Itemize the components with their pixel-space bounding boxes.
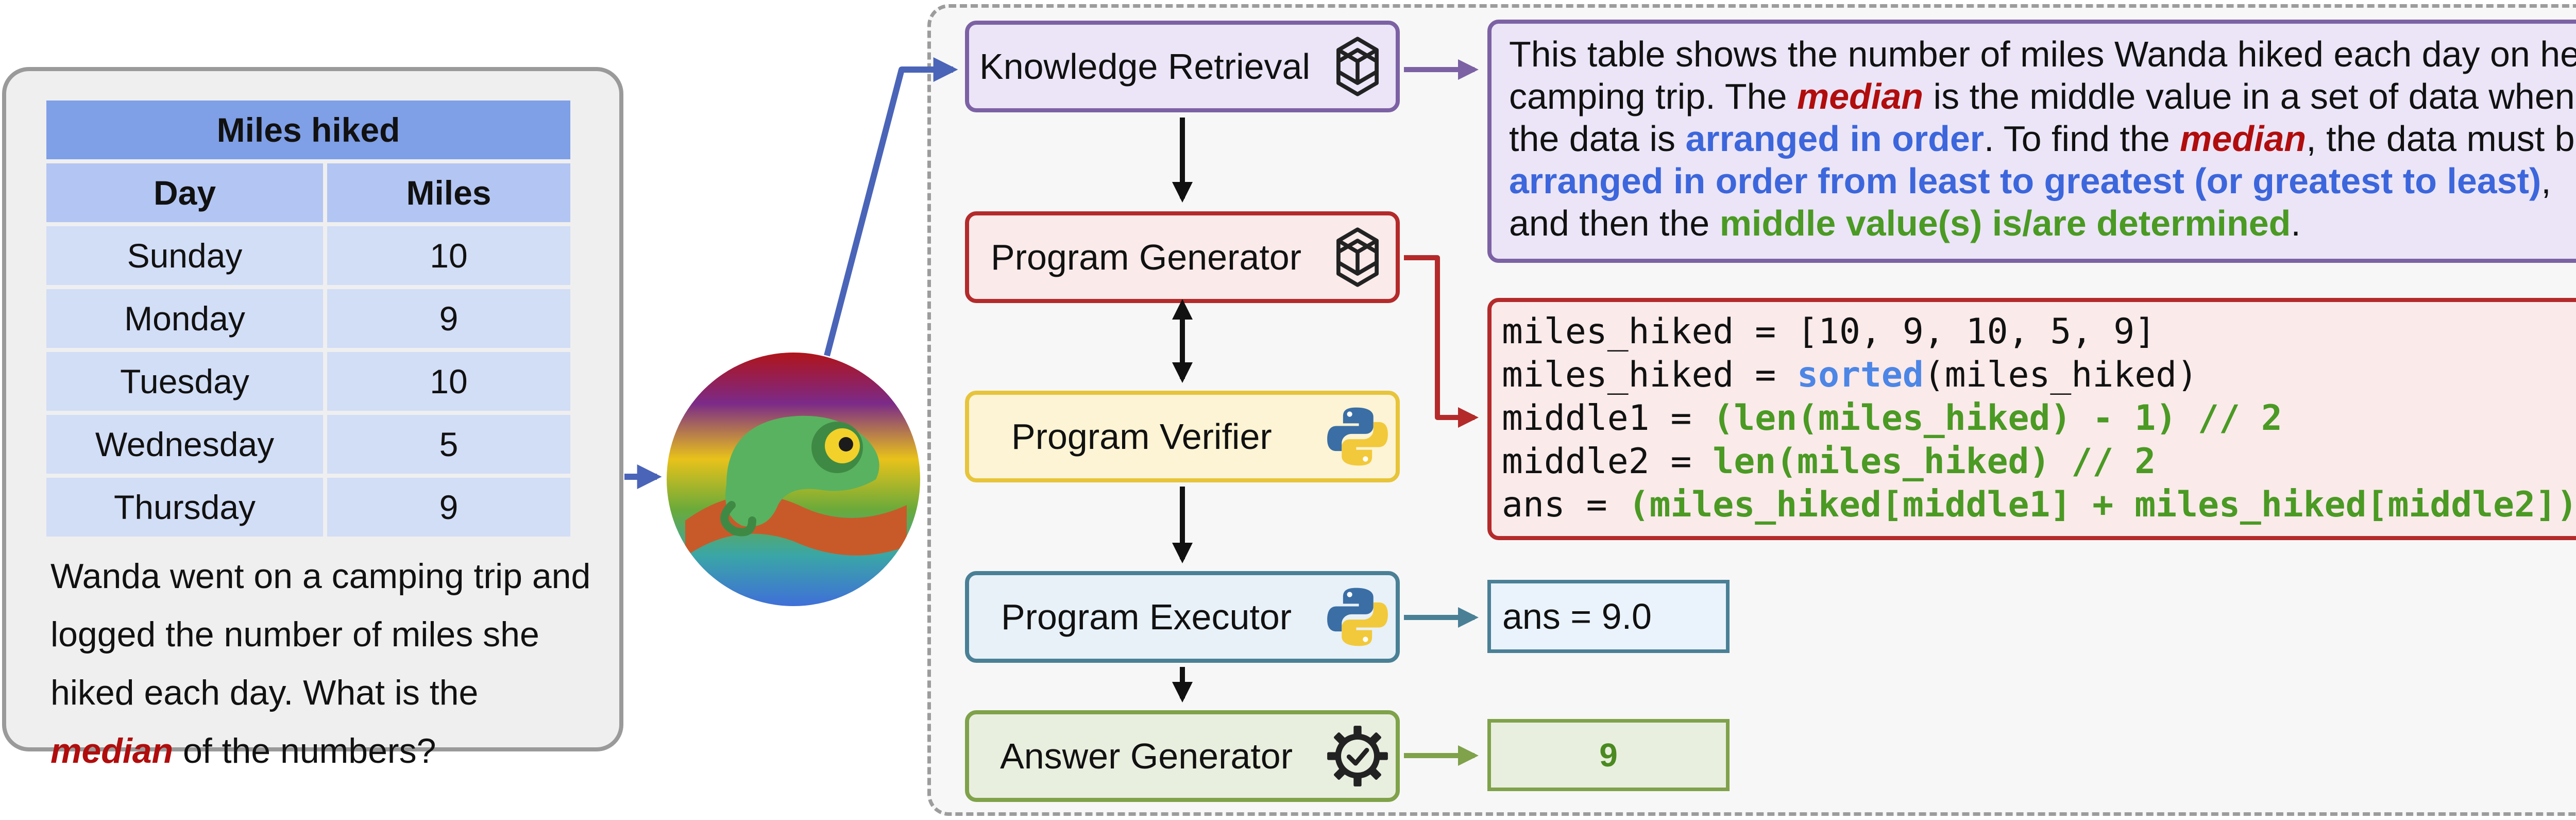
question-text: Wanda went on a camping trip and logged … [50,547,597,780]
table-row: Sunday 10 [46,226,570,285]
arrow-logo-to-knowledge [824,57,958,357]
knowledge-text: is the middle value in a set of data whe… [1509,76,2575,159]
table-cell-day: Tuesday [46,352,323,411]
knowledge-text: This table shows the number of miles Wan… [1509,34,2576,116]
table-row: Monday 9 [46,289,570,348]
code-expression: (len(miles_hiked) - 1) // 2 [1713,398,2282,439]
final-answer-text: 9 [1599,737,1618,774]
table-title: Miles hiked [46,101,570,159]
question-after: of the numbers? [182,731,436,771]
code-text: (miles_hiked) [1923,355,2198,395]
code-text: middle1 = [1502,398,1713,439]
code-expression: len(miles_hiked) // 2 [1713,441,2156,482]
knowledge-median: median [2180,119,2307,159]
table-cell-miles: 9 [327,478,570,537]
code-line: miles_hiked = sorted(miles_hiked) [1502,354,2576,397]
program-executor-module: Program Executor [965,571,1400,663]
column-header-day: Day [46,163,323,222]
question-before: Wanda went on a camping trip and logged … [50,557,591,712]
table-cell-miles: 5 [327,415,570,474]
openai-logo-icon [1336,227,1379,287]
chameleon-logo-icon [667,353,920,606]
question-emphasis: median [50,731,174,771]
code-line: miles_hiked = [10, 9, 10, 5, 9] [1502,311,2156,352]
code-line: ans = (miles_hiked[middle1] + miles_hike… [1502,483,2576,527]
code-text: middle2 = [1502,441,1713,482]
table-cell-day: Wednesday [46,415,323,474]
module-label: Program Verifier [1011,416,1272,457]
python-logo-icon [1327,407,1388,466]
module-label: Answer Generator [1000,736,1293,776]
code-line: middle2 = len(miles_hiked) // 2 [1502,440,2576,483]
table-cell-day: Monday [46,289,323,348]
table-cell-miles: 10 [327,226,570,285]
knowledge-highlight: middle value(s) is/are determined [1719,203,2291,243]
openai-logo-icon [1336,37,1379,96]
knowledge-text: . [2291,203,2301,243]
table-row: Tuesday 10 [46,352,570,411]
program-code-box: miles_hiked = [10, 9, 10, 5, 9]miles_hik… [1487,298,2576,540]
knowledge-text: . To find the [1984,119,2180,159]
table-cell-day: Thursday [46,478,323,537]
knowledge-text: , and then the [1509,161,2551,243]
executor-output-text: ans = 9.0 [1502,596,1652,637]
knowledge-highlight: arranged in order [1685,119,1985,159]
miles-table: Miles hiked Day Miles Sunday 10 Monday 9… [46,101,570,541]
code-expression: (miles_hiked[middle1] + miles_hiked[midd… [1628,484,2576,525]
knowledge-output-box: This table shows the number of miles Wan… [1487,20,2576,263]
table-cell-miles: 10 [327,352,570,411]
knowledge-text: , the data must be [2306,119,2576,159]
gear-check-icon [1327,726,1388,786]
program-verifier-module: Program Verifier [965,391,1400,482]
knowledge-median: median [1797,76,1924,116]
code-function: sorted [1797,355,1924,395]
table-row: Wednesday 5 [46,415,570,474]
code-text: ans = [1502,484,1629,525]
knowledge-retrieval-module: Knowledge Retrieval [965,21,1400,112]
knowledge-highlight: arranged in order from least to greatest… [1509,161,2541,201]
column-header-miles: Miles [327,163,570,222]
table-cell-miles: 9 [327,289,570,348]
code-text: miles_hiked = [1502,355,1798,395]
code-line: middle1 = (len(miles_hiked) - 1) // 2 [1502,397,2576,440]
module-label: Knowledge Retrieval [979,46,1311,87]
module-label: Program Generator [991,237,1302,277]
table-row: Thursday 9 [46,478,570,537]
final-answer-box: 9 [1487,719,1730,791]
arrow-generator-to-code [1404,255,1479,428]
executor-output-box: ans = 9.0 [1487,580,1730,653]
python-logo-icon [1327,588,1388,646]
answer-generator-module: Answer Generator [965,710,1400,802]
module-label: Program Executor [1001,597,1292,637]
table-cell-day: Sunday [46,226,323,285]
